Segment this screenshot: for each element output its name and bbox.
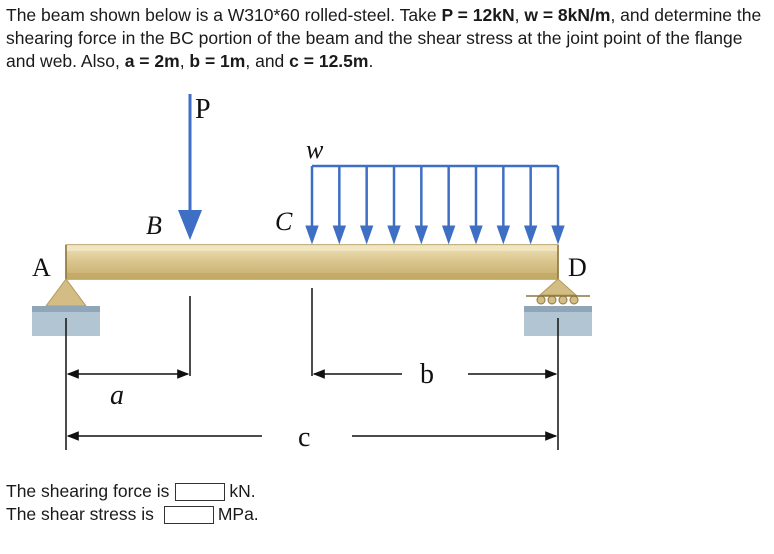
udl-arrow-head <box>523 225 538 245</box>
label-b-point: B <box>146 211 162 240</box>
udl-arrow-head <box>551 225 565 245</box>
distributed-load <box>305 164 565 245</box>
label-d-point: D <box>568 253 587 282</box>
length-c-value: c = 12.5m <box>289 51 369 71</box>
label-c-point: C <box>275 207 293 236</box>
shear-force-row: The shearing force is kN. <box>6 480 259 503</box>
udl-arrow-head <box>387 225 401 245</box>
label-p: P <box>195 94 211 125</box>
shear-force-unit: kN. <box>229 481 256 501</box>
udl-arrow-head <box>414 225 429 245</box>
length-a-value: a = 2m <box>124 51 180 71</box>
shear-stress-label: The shear stress is <box>6 504 154 524</box>
point-load-arrow <box>178 94 202 240</box>
shear-stress-unit: MPa. <box>217 504 259 524</box>
udl-arrow-head <box>496 225 511 245</box>
beam <box>65 244 559 280</box>
label-w: w <box>306 135 324 164</box>
shear-force-label: The shearing force is <box>6 481 170 501</box>
dimension-a-label: a <box>110 380 124 411</box>
dimension-b-label: b <box>420 359 434 390</box>
udl-arrow-head <box>441 225 456 245</box>
beam-diagram: P w A B C D <box>32 94 592 453</box>
label-a-point: A <box>32 253 51 282</box>
load-p-value: P = 12kN <box>441 5 515 25</box>
udl-arrow-head <box>359 225 374 245</box>
dimension-lines <box>65 288 559 450</box>
answer-section: The shearing force is kN. The shear stre… <box>6 480 259 526</box>
udl-arrow-head <box>332 225 347 245</box>
length-b-value: b = 1m <box>189 51 246 71</box>
shear-force-input[interactable] <box>175 482 226 501</box>
shear-stress-input[interactable] <box>163 505 214 524</box>
problem-statement: The beam shown below is a W310*60 rolled… <box>6 5 762 71</box>
udl-arrow-head <box>305 225 319 245</box>
shear-stress-row: The shear stress is MPa. <box>6 503 259 526</box>
dimension-c-label: c <box>298 422 310 453</box>
udl-arrow-head <box>469 225 483 245</box>
roller-support <box>524 278 592 336</box>
load-w-value: w = 8kN/m <box>524 5 611 25</box>
